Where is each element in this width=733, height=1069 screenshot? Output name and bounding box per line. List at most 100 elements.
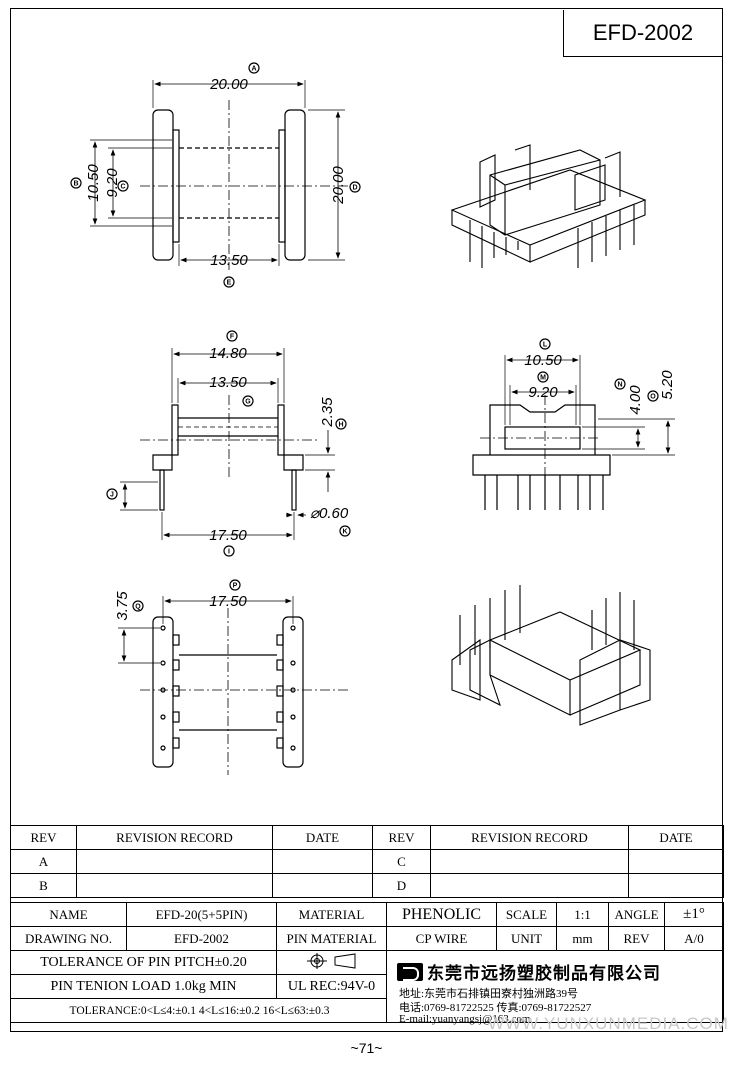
spec-row-tolerance-pitch: TOLERANCE OF PIN PITCH±0.20 — [10, 950, 724, 1023]
ref-label-i: I — [228, 549, 230, 556]
dim-top-width: 20.00 — [209, 76, 248, 93]
name-value: EFD-20(5+5PIN) — [126, 902, 277, 927]
date-cell — [272, 849, 373, 874]
rev-label: REV — [608, 926, 665, 951]
ref-label-b: B — [73, 181, 78, 188]
dim-bottom-pitch: 3.75 — [114, 591, 131, 621]
scale-label: SCALE — [496, 902, 557, 927]
dim-top-inner-width: 13.50 — [210, 252, 248, 269]
dim-top-flange-outer: 10.50 — [85, 164, 102, 202]
ref-label-d: D — [352, 185, 357, 192]
dim-top-height: 20.00 — [330, 166, 347, 205]
page-number: ~71~ — [350, 1040, 383, 1056]
watermark: WWW.YUNXUNMEDIA.COM — [488, 1014, 729, 1033]
rev-cell: B — [10, 873, 77, 898]
rev-value: A/0 — [664, 926, 724, 951]
ref-label-c: C — [120, 184, 125, 191]
rev-cell: D — [372, 873, 431, 898]
technical-drawing: 20.00 20.00 10.50 9.20 13.50 A B C D E — [70, 62, 676, 775]
gdt-symbol — [276, 950, 387, 975]
ul-rec: UL REC:94V-0 — [276, 974, 387, 999]
bottom-view — [118, 596, 350, 775]
pin-material-value: CP WIRE — [386, 926, 497, 951]
ref-label-k: K — [342, 529, 347, 536]
scale-value: 1:1 — [556, 902, 609, 927]
ref-label-p: P — [233, 583, 238, 590]
revision-record-header: REVISION RECORD — [76, 825, 273, 850]
drawing-no-value: EFD-2002 — [126, 926, 277, 951]
dim-side-h2: 5.20 — [659, 370, 676, 400]
spec-row-tolerance: TOLERANCE:0<L≤4:±0.1 4<L≤16:±0.2 16<L≤63… — [10, 998, 724, 1023]
company-cell — [386, 950, 724, 1023]
pin-tension-load: PIN TENION LOAD 1.0kg MIN — [10, 974, 277, 999]
ref-label-f: F — [230, 334, 235, 341]
material-label: MATERIAL — [276, 902, 387, 927]
general-tolerance: TOLERANCE:0<L≤4:±0.1 4<L≤16:±0.2 16<L≤63… — [10, 998, 387, 1023]
ref-label-m: M — [540, 375, 546, 382]
record-cell — [430, 873, 629, 898]
dim-front-pin-dia: ⌀0.60 — [310, 505, 349, 522]
company-email: E-mail:yuanyangsj@163.com — [399, 1013, 531, 1025]
spec-table: NAME EFD-20(5+5PIN) MATERIAL PHENOLIC SC… — [10, 902, 724, 1023]
pin-pitch-tolerance: TOLERANCE OF PIN PITCH±0.20 — [10, 950, 277, 975]
date-cell — [272, 873, 373, 898]
record-cell — [76, 849, 273, 874]
dim-front-thickness: 2.35 — [319, 397, 336, 428]
dim-bottom-span: 17.50 — [209, 593, 247, 610]
ref-label-g: G — [245, 399, 251, 406]
dim-side-h1: 4.00 — [627, 385, 644, 415]
spec-row-drawing: DRAWING NO. EFD-2002 PIN MATERIAL CP WIR… — [10, 926, 724, 951]
dim-side-inner: 9.20 — [528, 384, 558, 401]
company-phone: 电话:0769-81722525 传真:0769-81722527 — [399, 1002, 592, 1014]
spec-row-name: NAME EFD-20(5+5PIN) MATERIAL PHENOLIC SC… — [10, 902, 724, 927]
projection-symbol-icon — [306, 952, 355, 969]
table-row: A C — [10, 849, 724, 874]
side-view — [472, 355, 675, 510]
material-value: PHENOLIC — [386, 902, 497, 927]
ref-label-h: H — [338, 422, 343, 429]
table-row: B D — [10, 873, 724, 898]
ref-markers-front — [106, 330, 351, 557]
date-cell — [628, 849, 724, 874]
record-cell — [76, 873, 273, 898]
ref-label-a: A — [251, 66, 256, 73]
rev-header-2: REV — [372, 825, 431, 850]
ref-label-n: N — [617, 382, 622, 389]
dim-front-outer: 14.80 — [209, 345, 247, 362]
company-block: 东莞市远扬塑胶制品有限公司 地址:东莞市石排镇田寮村独洲路39号 电话:0769… — [397, 955, 721, 1029]
ref-label-l: L — [543, 342, 548, 349]
iso-view-top — [450, 144, 647, 268]
dim-top-flange-inner: 9.20 — [104, 168, 121, 198]
rev-cell: A — [10, 849, 77, 874]
dim-front-pin-span: 17.50 — [209, 527, 247, 544]
ref-label-j: J — [110, 492, 114, 499]
spec-row-tension: PIN TENION LOAD 1.0kg MIN UL REC:94V-0 — [10, 974, 724, 999]
company-name-row: 东莞市远扬塑胶制品有限公司 — [397, 959, 661, 984]
top-view — [90, 80, 350, 270]
revision-table: REV REVISION RECORD DATE REV REVISION RE… — [10, 825, 724, 898]
drawing-no-label: DRAWING NO. — [10, 926, 127, 951]
ref-label-o: O — [650, 394, 656, 401]
dim-front-inner: 13.50 — [209, 374, 247, 391]
ref-label-q: Q — [135, 604, 141, 611]
date-header-2: DATE — [628, 825, 724, 850]
company-name: 东莞市远扬塑胶制品有限公司 — [427, 964, 661, 983]
ref-markers-bottom — [132, 579, 241, 612]
angle-value: ±1° — [664, 902, 724, 927]
ref-markers-top — [70, 62, 361, 288]
angle-label: ANGLE — [608, 902, 665, 927]
iso-view-bottom — [451, 585, 651, 726]
dim-side-width: 10.50 — [524, 352, 562, 369]
unit-label: UNIT — [496, 926, 557, 951]
ref-label-e: E — [227, 280, 232, 287]
revision-record-header-2: REVISION RECORD — [430, 825, 629, 850]
date-cell — [628, 873, 724, 898]
company-address: 地址:东莞市石排镇田寮村独洲路39号 — [399, 988, 579, 1000]
pin-material-label: PIN MATERIAL — [276, 926, 387, 951]
rev-cell: C — [372, 849, 431, 874]
date-header: DATE — [272, 825, 373, 850]
drawing-sheet — [10, 8, 723, 1032]
front-view — [120, 348, 335, 540]
revision-header-row: REV REVISION RECORD DATE REV REVISION RE… — [10, 825, 724, 850]
drawing-code-box: EFD-2002 — [563, 10, 722, 57]
